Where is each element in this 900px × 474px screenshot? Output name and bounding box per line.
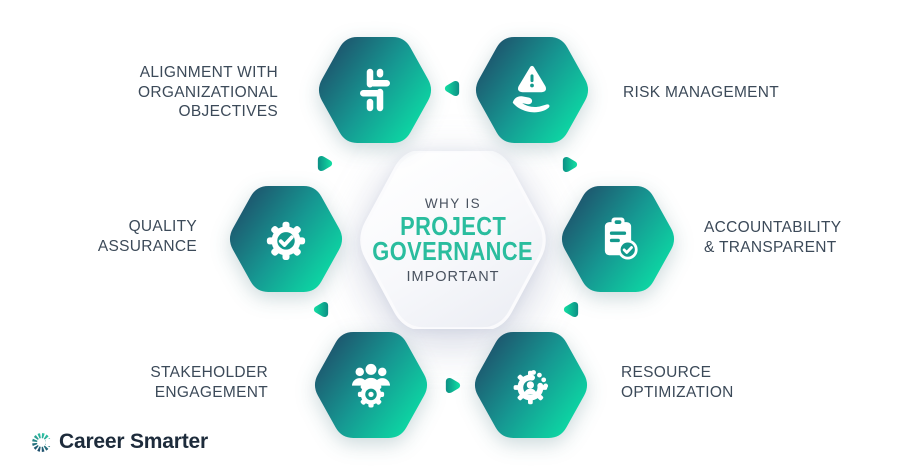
brand-name: Career Smarter bbox=[59, 430, 208, 453]
label-stakeholder: STAKEHOLDER ENGAGEMENT bbox=[150, 364, 268, 401]
center-title-main-line1: PROJECT bbox=[399, 210, 507, 241]
arrow-top-left-icon bbox=[443, 78, 462, 99]
center-title-block: WHY IS PROJECT GOVERNANCE IMPORTANT bbox=[357, 151, 549, 329]
arrow-lower-right-icon bbox=[562, 299, 581, 320]
hex-quality bbox=[227, 186, 345, 292]
hand-warning-icon bbox=[512, 65, 550, 113]
clipboard-check-icon bbox=[604, 217, 638, 260]
label-risk: RISK MANAGEMENT bbox=[623, 84, 780, 101]
arrow-bottom-right-icon bbox=[443, 375, 462, 396]
label-alignment: ALIGNMENT WITH ORGANIZATIONAL OBJECTIVES bbox=[138, 64, 278, 120]
hex-resource bbox=[472, 332, 590, 438]
center-hexagon-shape bbox=[360, 151, 546, 329]
hex-stakeholder bbox=[312, 332, 430, 438]
center-title-pre: WHY IS bbox=[424, 195, 482, 211]
arrow-upper-left-icon bbox=[315, 153, 334, 174]
gear-person-icon bbox=[513, 370, 549, 405]
arrow-upper-right-icon bbox=[560, 154, 579, 175]
hex-risk bbox=[473, 37, 591, 143]
label-accountability: ACCOUNTABILITY & TRANSPARENT bbox=[704, 219, 842, 256]
sliders-icon bbox=[360, 68, 390, 112]
label-resource: RESOURCE OPTIMIZATION bbox=[621, 364, 734, 401]
brand-c-icon bbox=[32, 432, 53, 452]
hex-alignment bbox=[316, 37, 434, 143]
brand-logo: Career Smarter bbox=[30, 430, 208, 454]
center-hexagon: WHY IS PROJECT GOVERNANCE IMPORTANT bbox=[357, 151, 549, 329]
hex-accountability bbox=[559, 186, 677, 292]
arrow-lower-left-icon bbox=[312, 299, 331, 320]
label-quality: QUALITY ASSURANCE bbox=[97, 218, 197, 255]
center-title-main-line2: GOVERNANCE bbox=[372, 235, 534, 266]
center-title-post: IMPORTANT bbox=[406, 268, 500, 285]
team-gear-icon bbox=[352, 363, 390, 408]
gear-check-icon bbox=[266, 221, 306, 260]
